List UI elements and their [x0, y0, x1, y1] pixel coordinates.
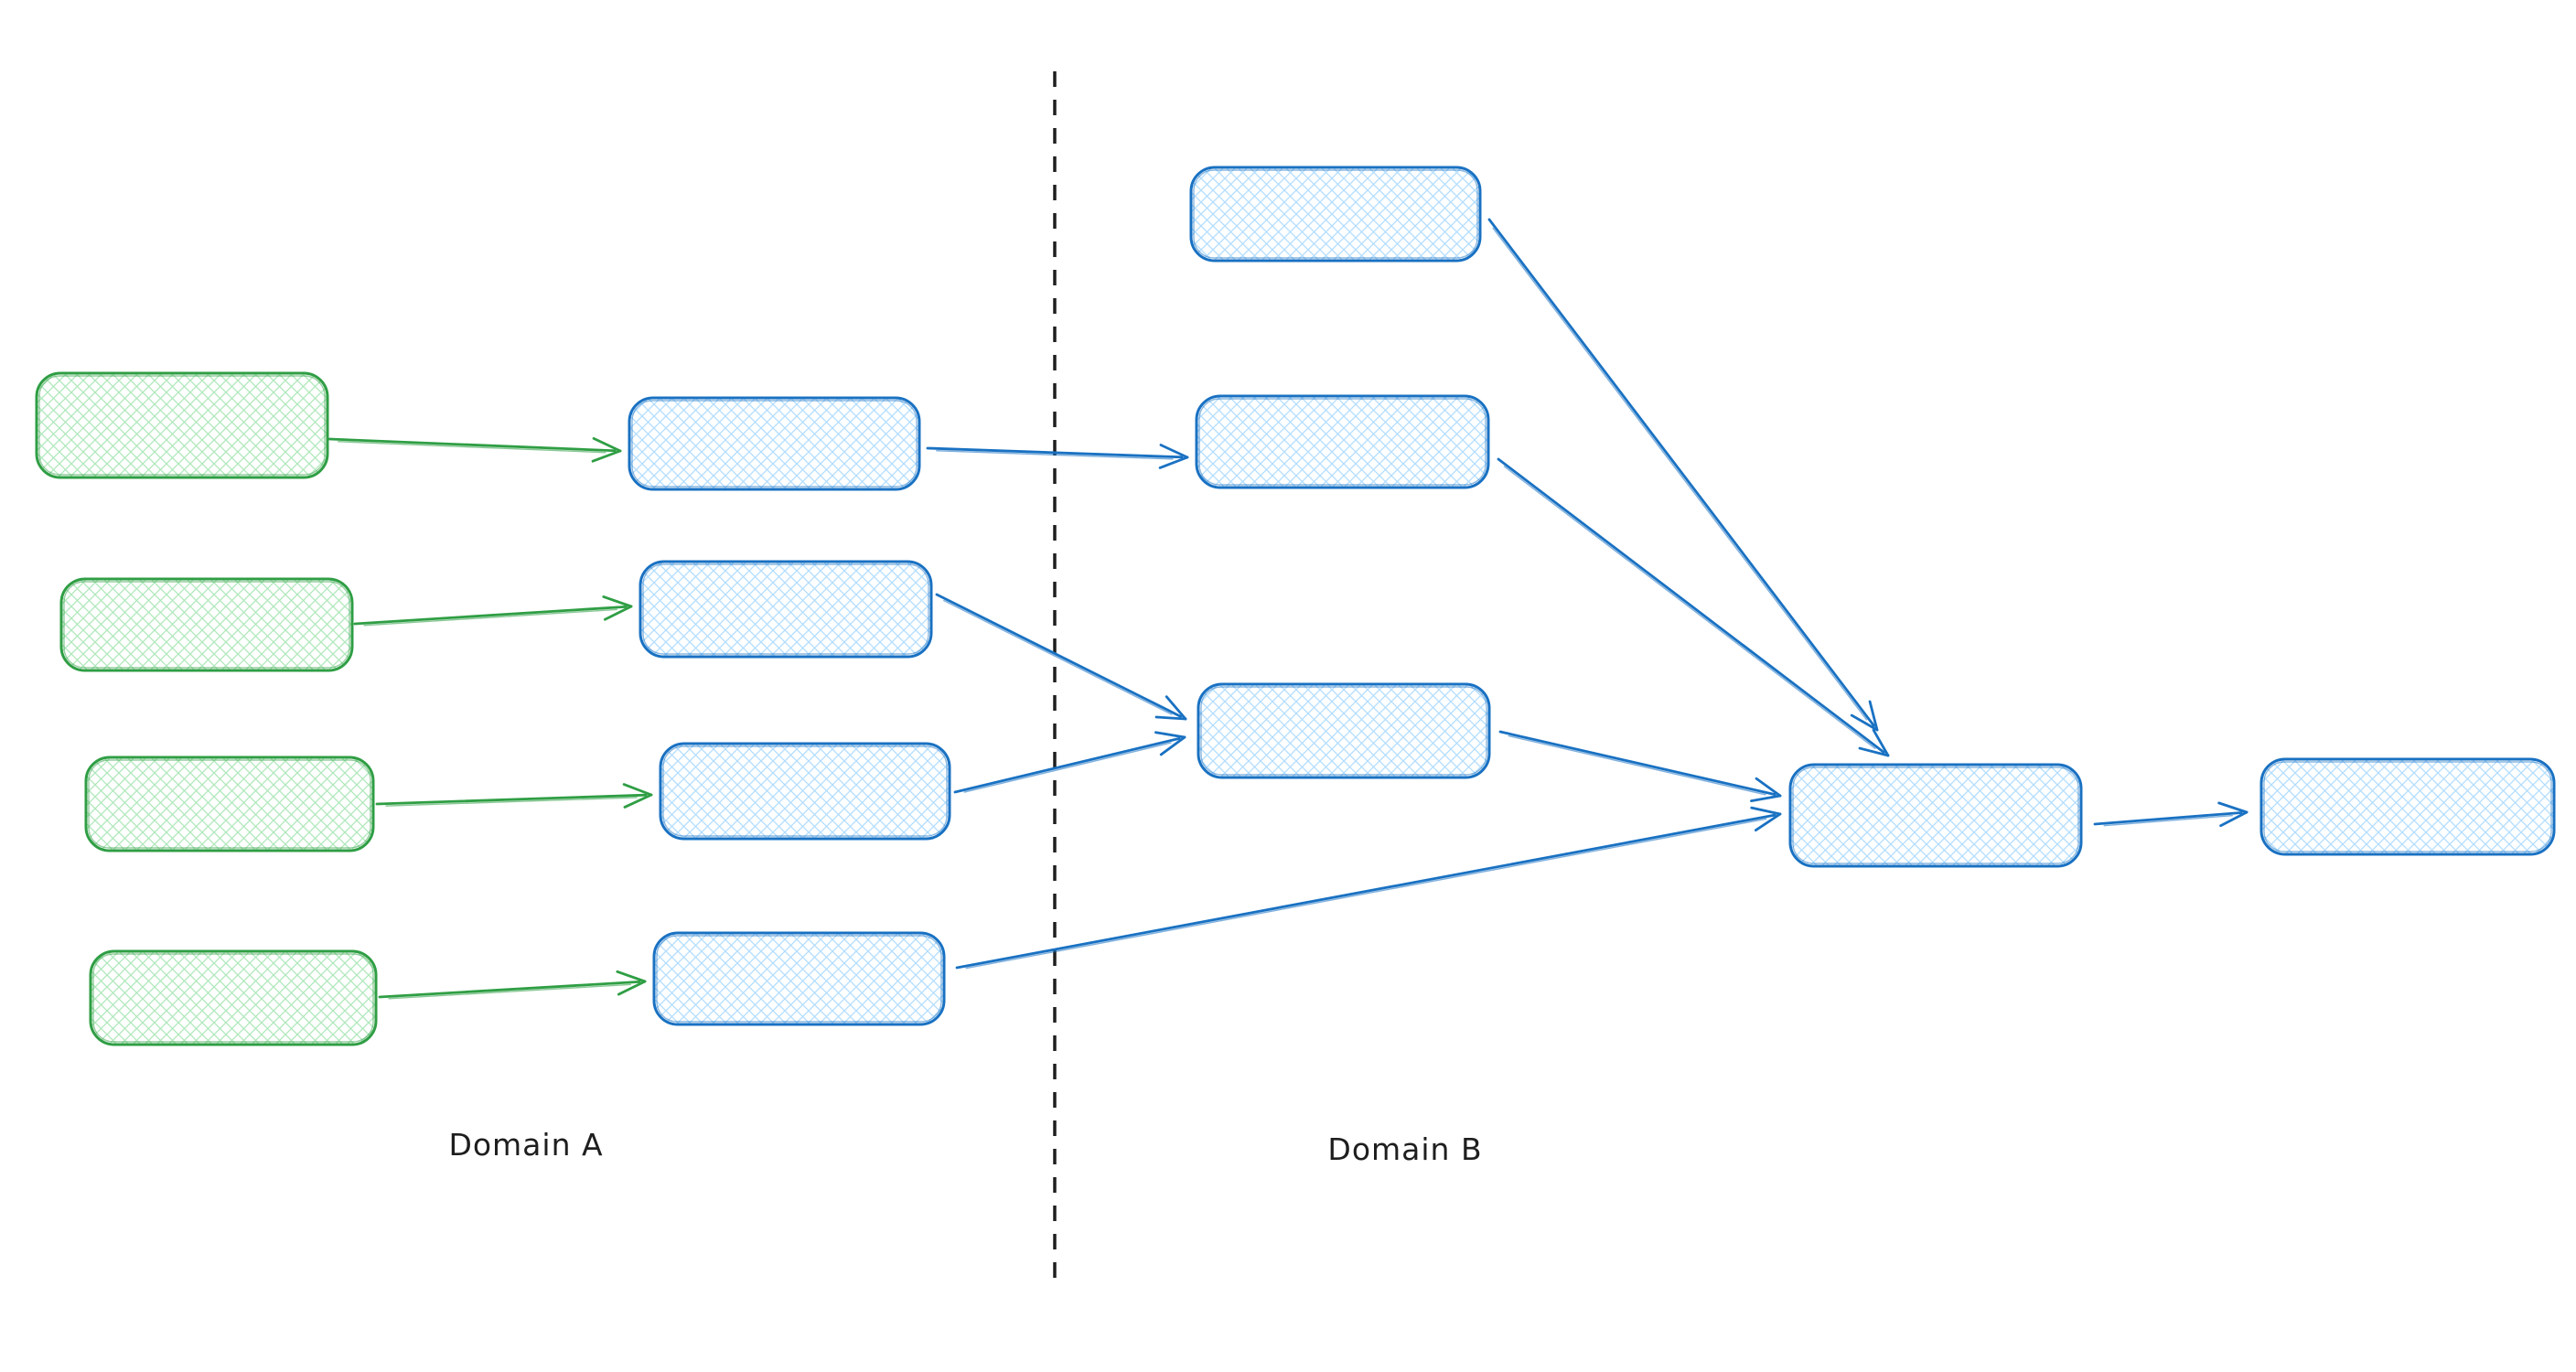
- node-green-1: [35, 371, 329, 479]
- arrow-mid1-to-right2: [926, 444, 1189, 469]
- node-mid-4: [652, 931, 946, 1026]
- arrow-right2-to-merge: [1497, 457, 1890, 757]
- node-green-3: [84, 756, 375, 852]
- node-right-3: [1197, 682, 1491, 779]
- node-merge: [1788, 763, 2083, 868]
- node-mid-2: [639, 560, 933, 659]
- arrow-right3-to-merge: [1498, 730, 1782, 802]
- arrow-merge-to-output: [2093, 801, 2249, 828]
- node-output: [2259, 757, 2556, 856]
- arrow-green4-to-mid4: [378, 970, 647, 1000]
- domain-a-label: Domain A: [448, 1127, 603, 1163]
- node-right-1: [1189, 166, 1482, 263]
- arrow-green3-to-mid3: [375, 783, 653, 809]
- node-mid-3: [659, 742, 951, 841]
- arrow-green2-to-mid2: [353, 595, 633, 627]
- arrow-right1-to-merge: [1487, 218, 1879, 732]
- node-mid-1: [628, 396, 921, 491]
- node-green-4: [89, 949, 378, 1046]
- domain-b-label: Domain B: [1327, 1131, 1482, 1167]
- edges-layer: [327, 218, 2249, 1000]
- nodes-layer: [35, 166, 2556, 1046]
- arrow-green1-to-mid1: [327, 436, 622, 463]
- node-green-2: [59, 577, 354, 672]
- node-right-2: [1195, 394, 1490, 489]
- arrow-mid3-to-right3: [953, 731, 1186, 794]
- arrow-mid2-to-right3: [935, 593, 1187, 721]
- arrow-mid4-to-merge: [955, 806, 1782, 970]
